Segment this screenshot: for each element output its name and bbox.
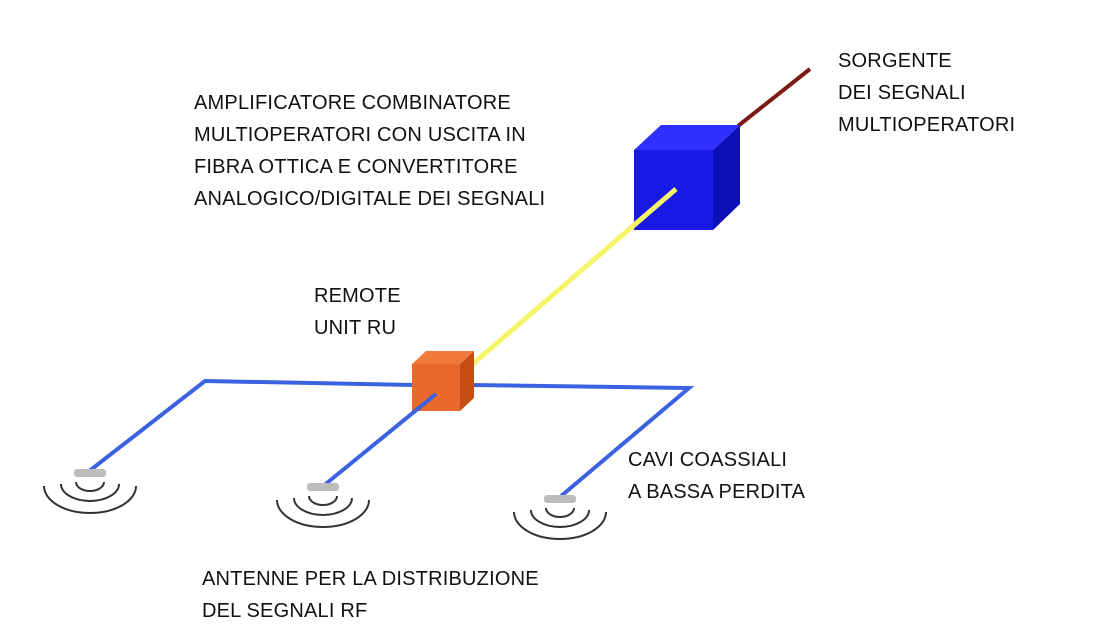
- source-label-line: DEI SEGNALI: [838, 82, 966, 104]
- coax-label-line: CAVI COASSIALI: [628, 449, 788, 471]
- remote-unit-side: [460, 351, 474, 411]
- antennas-label: ANTENNE PER LA DISTRIBUZIONE DEL SEGNALI…: [202, 563, 539, 627]
- source-label-line: MULTIOPERATORI: [838, 114, 1016, 136]
- remote-unit-front: [412, 364, 460, 411]
- amplifier-label-line: MULTIOPERATORI CON USCITA IN: [194, 124, 526, 146]
- amplifier-label: AMPLIFICATORE COMBINATORE MULTIOPERATORI…: [194, 87, 545, 215]
- coax-cables: [86, 378, 695, 499]
- remote-unit-label-line: UNIT RU: [314, 317, 397, 339]
- antenna-wave: [513, 511, 607, 540]
- remote-unit-label-line: REMOTE: [314, 285, 401, 307]
- coax-cable-right: [469, 383, 695, 499]
- antenna-wave: [530, 509, 590, 528]
- antenna-middle: [276, 483, 370, 528]
- antenna-wave: [545, 507, 575, 518]
- antennas-label-line: ANTENNE PER LA DISTRIBUZIONE: [202, 568, 539, 590]
- amplifier-label-line: AMPLIFICATORE COMBINATORE: [194, 92, 511, 114]
- coax-cable-left: [86, 378, 416, 474]
- remote-unit-top: [412, 351, 474, 364]
- antenna-wave: [293, 497, 353, 516]
- source-label-line: SORGENTE: [838, 50, 952, 72]
- antenna-left: [43, 469, 137, 514]
- antenna-wave: [308, 495, 338, 506]
- antenna-wave: [75, 481, 105, 492]
- antennas-label-line: DEL SEGNALI RF: [202, 600, 368, 622]
- amplifier-label-line: ANALOGICO/DIGITALE DEI SEGNALI: [194, 188, 546, 210]
- amplifier-cube-top: [634, 125, 740, 150]
- amplifier-cube-side: [713, 125, 740, 230]
- antenna-wave: [43, 485, 137, 514]
- antenna-wave: [276, 499, 370, 528]
- coax-label: CAVI COASSIALI A BASSA PERDITA: [628, 444, 805, 508]
- source-label: SORGENTE DEI SEGNALI MULTIOPERATORI: [838, 45, 1015, 141]
- antenna-body: [544, 495, 576, 503]
- antenna-body: [74, 469, 106, 477]
- antenna-wave: [60, 483, 120, 502]
- antenna-body: [307, 483, 339, 491]
- fiber-optic-cable: [466, 187, 678, 370]
- amplifier-label-line: FIBRA OTTICA E CONVERTITORE: [194, 156, 518, 178]
- coax-cable-middle: [320, 392, 438, 489]
- coax-label-line: A BASSA PERDITA: [628, 481, 806, 503]
- remote-unit-label: REMOTE UNIT RU: [314, 280, 401, 344]
- source-cable: [736, 67, 812, 128]
- antenna-right: [513, 495, 607, 540]
- remote-unit-cube: [412, 351, 474, 411]
